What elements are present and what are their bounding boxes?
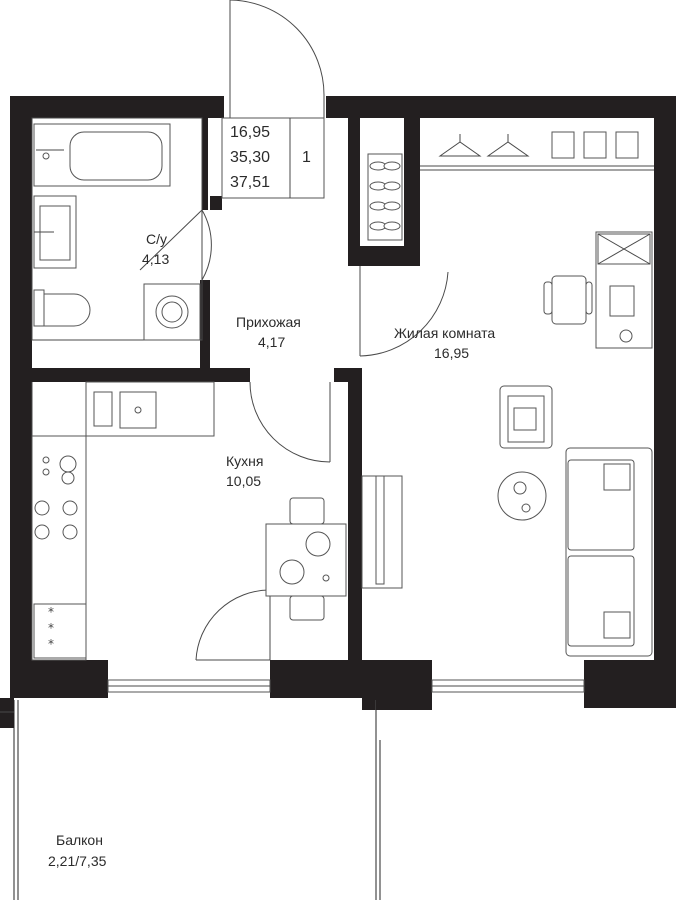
balcony-area: 2,21/7,35 [48,853,107,869]
living-room-furniture [361,131,653,657]
hall-area: 4,17 [258,334,285,350]
living-name: Жилая комната [394,325,495,341]
inner-lines [0,117,654,900]
balcony-name: Балкон [56,832,103,848]
svg-text:*: * [48,637,54,651]
svg-text:*: * [48,605,54,619]
room-labels: С/у 4,13 Прихожая 4,17 Жилая комната 16,… [48,231,495,869]
area-summary-box: 16,95 35,30 37,51 1 [221,117,325,199]
hall-name: Прихожая [236,314,301,330]
walls [10,96,676,710]
living-area: 16,95 [434,345,469,361]
total-with-balcony-value: 37,51 [230,174,270,191]
room-count-value: 1 [302,149,311,166]
svg-text:*: * [48,621,54,635]
kitchen-furniture: * * * [31,381,347,661]
kitchen-area: 10,05 [226,473,261,489]
bathroom-area: 4,13 [142,251,169,267]
total-area-value: 35,30 [230,149,270,166]
kitchen-name: Кухня [226,453,263,469]
living-area-value: 16,95 [230,124,270,141]
shoe-rack [367,153,403,241]
bathroom-furniture [33,123,201,341]
bathroom-name: С/у [146,231,167,247]
doors [139,0,449,661]
